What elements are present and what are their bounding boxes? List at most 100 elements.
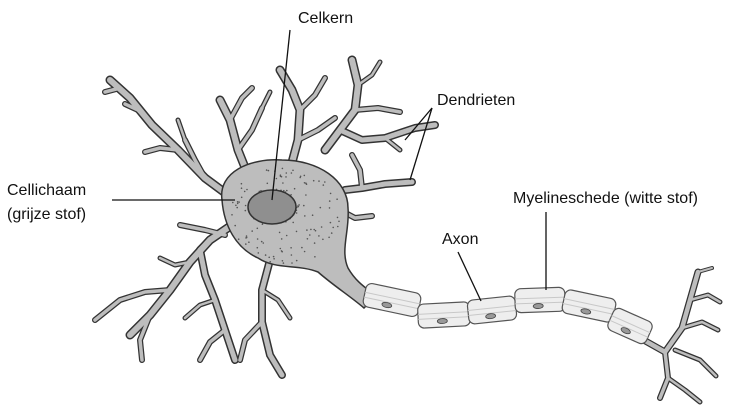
texture-dot bbox=[304, 182, 306, 184]
dendrites-leader-lower bbox=[410, 108, 432, 180]
myelin-segment bbox=[561, 289, 617, 323]
texture-dot bbox=[238, 201, 240, 203]
texture-dot bbox=[324, 181, 326, 183]
myelin-segment bbox=[606, 306, 654, 345]
texture-dot bbox=[265, 254, 267, 256]
myelin-segment bbox=[515, 287, 566, 313]
myelin-segment bbox=[417, 302, 470, 329]
texture-dot bbox=[318, 235, 320, 237]
texture-dot bbox=[246, 189, 248, 191]
texture-dot bbox=[245, 210, 247, 212]
texture-dot bbox=[257, 238, 259, 240]
myelin-segment bbox=[362, 282, 422, 317]
texture-dot bbox=[322, 239, 324, 241]
label-myelineschede: Myelineschede (witte stof) bbox=[513, 189, 698, 208]
texture-dot bbox=[318, 180, 320, 182]
texture-dot bbox=[291, 254, 293, 256]
texture-dot bbox=[282, 260, 284, 262]
texture-dot bbox=[291, 262, 293, 264]
texture-dot bbox=[231, 214, 233, 216]
cell-body bbox=[222, 160, 376, 308]
texture-dot bbox=[241, 187, 243, 189]
texture-dot bbox=[286, 190, 288, 192]
texture-dot bbox=[267, 183, 269, 185]
texture-dot bbox=[237, 203, 239, 205]
texture-dot bbox=[312, 214, 314, 216]
texture-dot bbox=[263, 242, 265, 244]
texture-dot bbox=[314, 242, 316, 244]
texture-dot bbox=[279, 232, 281, 234]
texture-dot bbox=[248, 241, 250, 243]
label-grijze-stof: (grijze stof) bbox=[7, 205, 86, 224]
texture-dot bbox=[294, 188, 296, 190]
texture-dot bbox=[236, 207, 238, 209]
texture-dot bbox=[332, 227, 334, 229]
texture-dot bbox=[292, 222, 294, 224]
texture-dot bbox=[268, 257, 270, 259]
texture-dot bbox=[330, 222, 332, 224]
texture-dot bbox=[304, 215, 306, 217]
texture-dot bbox=[309, 234, 311, 236]
texture-dot bbox=[291, 172, 293, 174]
texture-dot bbox=[262, 223, 264, 225]
myelin-sheath bbox=[362, 282, 654, 345]
texture-dot bbox=[301, 247, 303, 249]
label-cellichaam: Cellichaam bbox=[7, 181, 86, 200]
texture-dot bbox=[280, 176, 282, 178]
texture-dot bbox=[273, 256, 275, 258]
texture-dot bbox=[286, 172, 288, 174]
texture-dot bbox=[282, 182, 284, 184]
texture-dot bbox=[329, 200, 331, 202]
texture-dot bbox=[306, 229, 308, 231]
texture-dot bbox=[290, 247, 292, 249]
texture-dot bbox=[315, 230, 317, 232]
texture-dot bbox=[241, 183, 243, 185]
texture-dot bbox=[296, 231, 298, 233]
texture-dot bbox=[232, 202, 234, 204]
texture-dot bbox=[244, 191, 246, 193]
texture-dot bbox=[296, 260, 298, 262]
texture-dot bbox=[304, 251, 306, 253]
texture-dot bbox=[246, 235, 248, 237]
texture-dot bbox=[269, 261, 271, 263]
texture-dot bbox=[310, 229, 312, 231]
texture-dot bbox=[281, 238, 283, 240]
texture-dot bbox=[286, 235, 288, 237]
texture-dot bbox=[261, 241, 263, 243]
texture-dot bbox=[313, 180, 315, 182]
texture-dot bbox=[257, 247, 259, 249]
label-axon: Axon bbox=[442, 230, 478, 249]
label-dendrieten: Dendrieten bbox=[437, 91, 515, 110]
texture-dot bbox=[281, 250, 283, 252]
texture-dot bbox=[314, 256, 316, 258]
texture-dot bbox=[303, 205, 305, 207]
texture-dot bbox=[337, 217, 339, 219]
texture-dot bbox=[235, 205, 237, 207]
texture-dot bbox=[306, 183, 308, 185]
texture-dot bbox=[336, 198, 338, 200]
axon-terminals bbox=[640, 268, 720, 402]
texture-dot bbox=[330, 193, 332, 195]
texture-dot bbox=[296, 212, 298, 214]
texture-dot bbox=[237, 201, 239, 203]
texture-dot bbox=[304, 175, 306, 177]
myelin-segment bbox=[467, 296, 517, 325]
texture-dot bbox=[337, 226, 339, 228]
texture-dot bbox=[257, 228, 259, 230]
texture-dot bbox=[297, 205, 299, 207]
label-celkern: Celkern bbox=[298, 9, 353, 28]
texture-dot bbox=[246, 237, 248, 239]
texture-dot bbox=[283, 262, 285, 264]
texture-dot bbox=[266, 169, 268, 171]
texture-dot bbox=[276, 178, 278, 180]
texture-dot bbox=[323, 184, 325, 186]
texture-dot bbox=[292, 170, 294, 172]
texture-dot bbox=[273, 258, 275, 260]
texture-dot bbox=[328, 237, 330, 239]
texture-dot bbox=[313, 229, 315, 231]
texture-dot bbox=[331, 232, 333, 234]
texture-dot bbox=[241, 197, 243, 199]
texture-dot bbox=[245, 205, 247, 207]
texture-dot bbox=[307, 238, 309, 240]
